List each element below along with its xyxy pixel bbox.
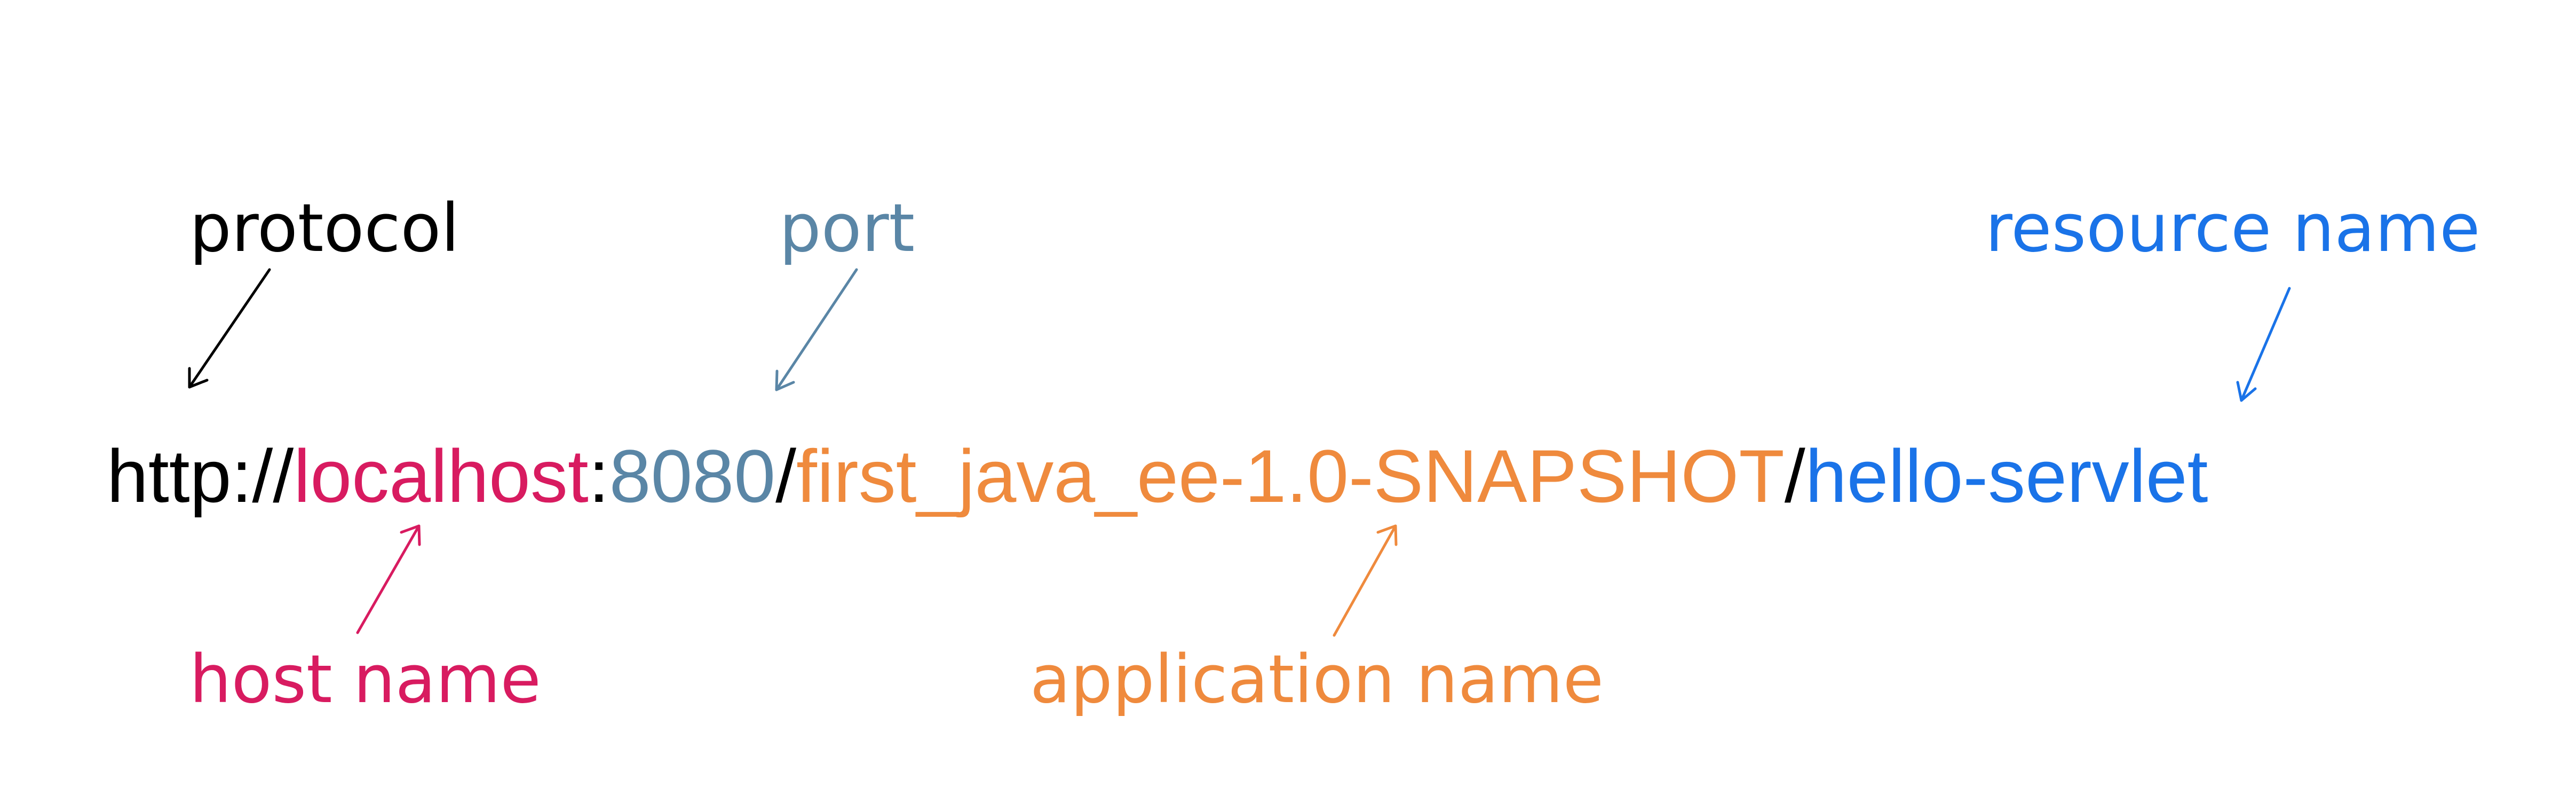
url-slash-1: / [775,434,796,518]
url-host: localhost [294,434,589,518]
url-slash-2: / [1785,434,1805,518]
url-port: 8080 [609,434,775,518]
arrow-application [1333,524,1398,637]
url-colon: : [589,434,609,518]
arrow-host [356,524,421,634]
label-port: port [779,190,915,267]
arrow-protocol [188,268,271,389]
label-resource-name: resource name [1985,190,2480,267]
url-line: http://localhost:8080/first_java_ee-1.0-… [107,434,2208,518]
label-protocol: protocol [189,190,459,267]
url-application: first_java_ee-1.0-SNAPSHOT [796,434,1785,518]
label-host-name: host name [189,641,541,718]
arrow-port [775,268,858,391]
url-scheme: http:// [107,434,294,518]
url-resource: hello-servlet [1805,434,2208,518]
label-application-name: application name [1030,641,1604,718]
arrow-resource [2236,287,2291,402]
